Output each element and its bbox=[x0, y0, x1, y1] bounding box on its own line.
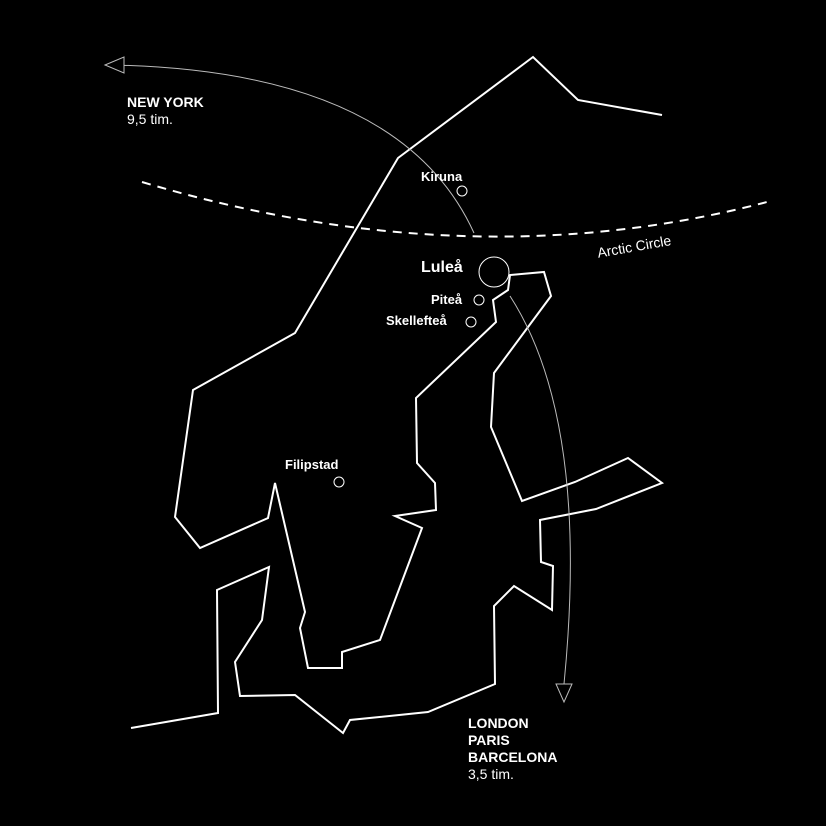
paris-label: PARIS bbox=[468, 732, 510, 748]
barcelona-label: BARCELONA bbox=[468, 749, 558, 765]
skelleftea-label: Skellefteå bbox=[386, 313, 447, 328]
pitea-marker-icon bbox=[473, 294, 485, 306]
route-europe bbox=[509, 295, 571, 685]
kiruna-marker-icon bbox=[456, 185, 468, 197]
filipstad-marker-icon bbox=[333, 476, 345, 488]
coastline bbox=[130, 55, 665, 735]
arrow-europe-icon bbox=[555, 683, 573, 704]
europe-duration: 3,5 tim. bbox=[468, 766, 514, 782]
pitea-label: Piteå bbox=[431, 292, 463, 307]
skelleftea-marker-icon bbox=[465, 316, 477, 328]
europe-destination: LONDON PARIS BARCELONA 3,5 tim. bbox=[468, 715, 557, 783]
new-york-label: NEW YORK bbox=[127, 94, 204, 110]
kiruna-label: Kiruna bbox=[421, 169, 463, 184]
lulea-label: Luleå bbox=[421, 259, 463, 276]
arctic-circle-line bbox=[141, 181, 768, 238]
filipstad-label: Filipstad bbox=[285, 457, 339, 472]
new-york-destination: NEW YORK 9,5 tim. bbox=[127, 94, 204, 128]
arrow-new-york-icon bbox=[103, 56, 125, 74]
lulea-marker-icon bbox=[478, 256, 510, 288]
new-york-duration: 9,5 tim. bbox=[127, 111, 173, 127]
route-new-york bbox=[109, 64, 475, 234]
london-label: LONDON bbox=[468, 715, 529, 731]
